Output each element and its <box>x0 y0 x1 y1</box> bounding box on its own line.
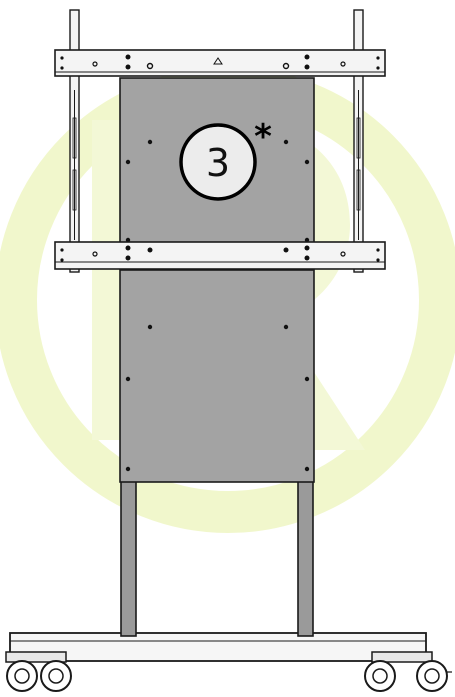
left-mounting-rail <box>69 9 80 273</box>
right-mounting-rail <box>353 9 364 273</box>
top-bracket <box>54 49 386 77</box>
callout-asterisk: * <box>254 117 272 157</box>
callout-number: 3 <box>206 141 230 185</box>
callout-circle <box>179 123 257 201</box>
callout-step-3: 3 * <box>179 117 272 201</box>
caster-wheel-icon <box>416 660 448 692</box>
base-frame <box>5 632 452 673</box>
lower-panel <box>119 269 315 483</box>
bottom-bracket <box>54 241 386 270</box>
caster-wheel-icon <box>364 660 396 692</box>
caster-wheel-icon <box>40 660 72 692</box>
caster-wheel-icon <box>6 660 38 692</box>
